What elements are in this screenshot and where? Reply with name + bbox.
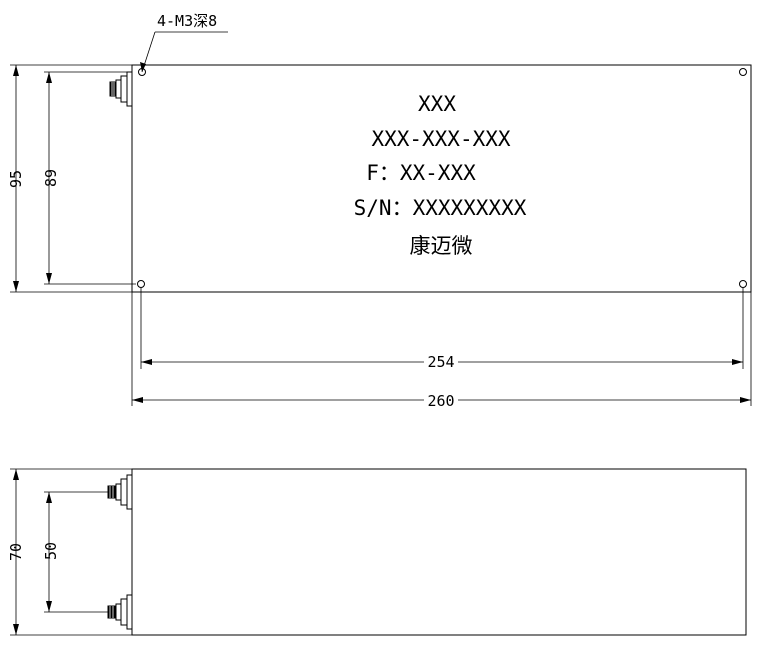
dimension-260 [131, 292, 752, 406]
sma-connector-upper [107, 474, 133, 510]
dimension-70 [10, 468, 132, 636]
top-view-body [131, 64, 752, 293]
label-line-4: S/N：XXXXXXXXX [354, 196, 527, 220]
side-view-body [131, 468, 747, 636]
dimension-89 [44, 71, 136, 285]
mounting-hole-bottom-right [739, 280, 747, 288]
dimension-50-label: 50 [42, 542, 60, 560]
label-line-1: XXX [418, 92, 456, 116]
sma-connector-lower [107, 594, 133, 630]
hole-note-leader [140, 31, 228, 73]
label-line-2: XXX-XXX-XXX [371, 127, 510, 151]
sma-connector-top-view [109, 71, 133, 107]
label-line-5: 康迈微 [410, 234, 473, 258]
label-line-3: F：XX-XXX [366, 161, 476, 185]
dimension-260-label: 260 [427, 392, 454, 410]
dimension-95-label: 95 [7, 170, 25, 188]
hole-note: 4-M3深8 [157, 12, 217, 30]
side-view: 70 50 [7, 468, 747, 636]
mounting-hole-top-right [739, 68, 747, 76]
dimension-70-label: 70 [7, 543, 25, 561]
dimension-89-label: 89 [42, 169, 60, 187]
top-view: 4-M3深8 XXX XXX-XXX-XXX F：XX-XXX S/N：XXXX… [7, 12, 752, 410]
dimension-254-label: 254 [427, 353, 454, 371]
mounting-hole-bottom-left [137, 280, 145, 288]
dimension-95 [10, 64, 132, 293]
dimension-50 [44, 491, 108, 613]
